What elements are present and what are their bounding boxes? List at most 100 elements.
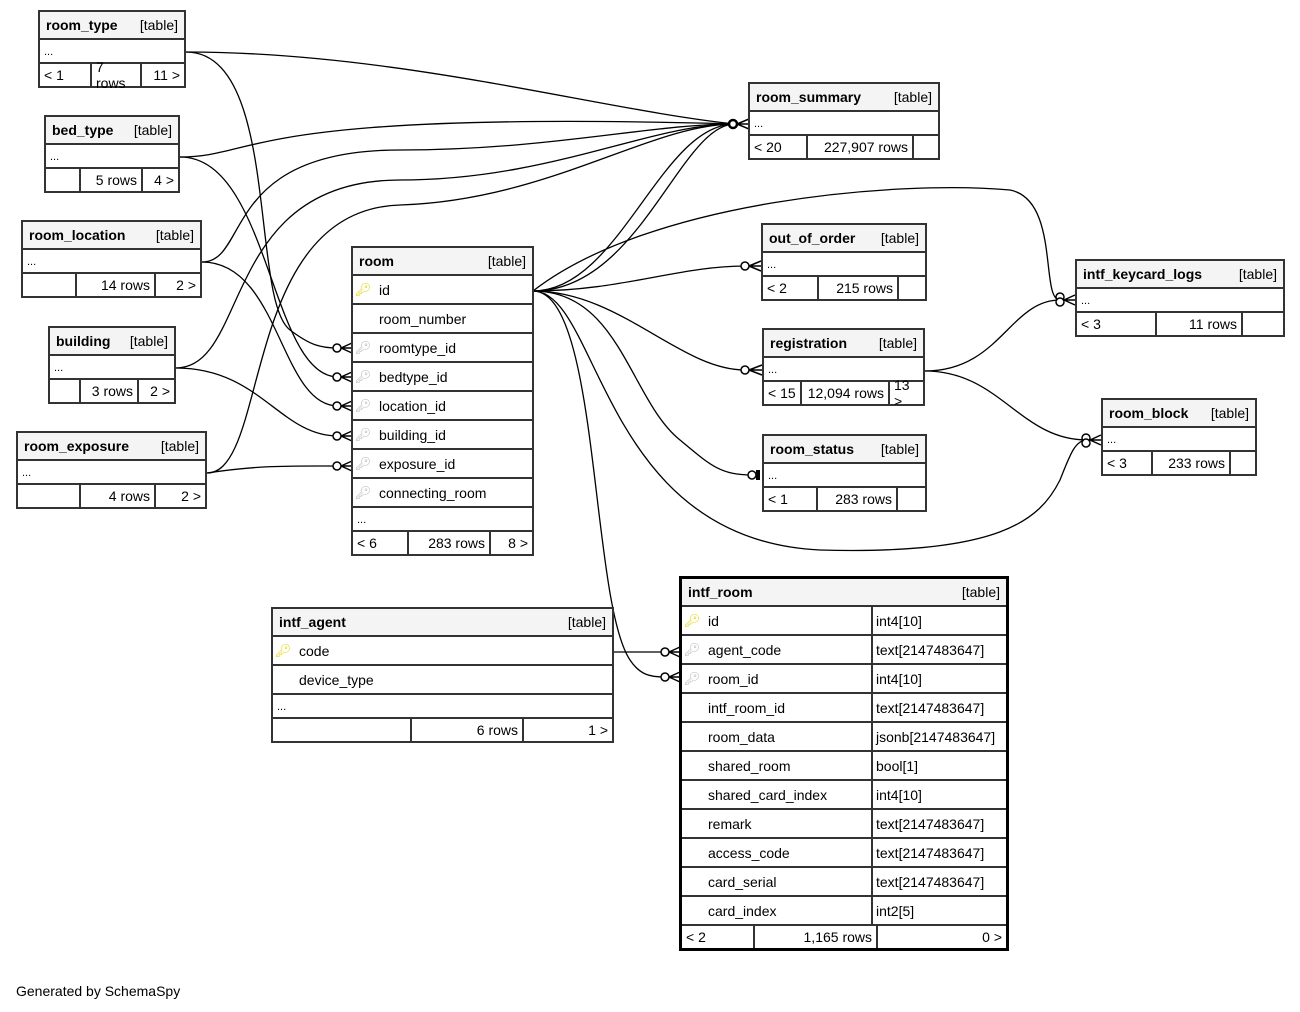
column-type: text[2147483647] [876,641,985,658]
children-link[interactable]: 2 > [181,488,201,504]
column-row[interactable]: 🔑︎building_id [353,421,532,450]
parents-link[interactable] [18,485,81,507]
table-name[interactable]: room_status [770,441,855,457]
column-type: text[2147483647] [876,815,985,832]
row-count: 227,907 rows [808,136,914,158]
foreign-key-icon: 🔑︎ [683,670,701,686]
table-name[interactable]: room_exposure [24,438,130,454]
foreign-key-icon: 🔑︎ [354,484,372,500]
parents-link[interactable]: < 2 [763,277,819,299]
table-name[interactable]: intf_keycard_logs [1083,266,1203,282]
children-link[interactable]: 0 > [982,929,1002,945]
children-link[interactable] [898,488,925,510]
parents-link[interactable]: < 6 [353,532,409,554]
parents-link[interactable]: < 3 [1103,452,1153,474]
edge-room_type-room_summary [185,51,736,125]
table-name[interactable]: intf_agent [279,614,346,630]
children-link[interactable] [914,136,938,158]
children-link[interactable] [1243,313,1283,335]
column-row[interactable]: 🔑︎ connecting_room [353,479,532,508]
edge-registration-room_block [924,370,1088,441]
edge-bed_type-room [179,156,339,378]
table-name[interactable]: registration [770,335,848,351]
column-row[interactable]: 🔑︎bedtype_id [353,363,532,392]
parents-link[interactable]: < 3 [1077,313,1157,335]
edge-room-intf_room [532,290,666,678]
more-columns: ... [46,145,178,169]
parents-link[interactable]: < 2 [682,926,755,948]
column-row[interactable]: 🔑︎id [353,276,532,305]
table-kind: [table] [155,227,194,243]
table-name[interactable]: room_type [46,17,118,33]
column-name: roomtype_id [379,339,457,356]
column-type: text[2147483647] [876,873,985,890]
parents-link[interactable]: < 20 [750,136,808,158]
table-intf_agent[interactable]: intf_agent[table] 🔑︎code device_type ...… [271,607,614,743]
row-count: 1,165 rows [755,926,878,948]
column-row[interactable]: 🔑︎exposure_id [353,450,532,479]
row-count: 7 rows [92,59,142,91]
parents-link[interactable]: < 1 [764,488,818,510]
children-link[interactable]: 2 > [150,383,170,399]
children-link[interactable]: 13 > [894,377,910,409]
table-name[interactable]: out_of_order [769,230,856,246]
column-row[interactable]: room_number [353,305,532,334]
children-link[interactable] [1231,452,1255,474]
column-row[interactable]: 🔑︎roomtype_id [353,334,532,363]
parents-link[interactable] [50,380,81,402]
column-name: connecting_room [379,484,487,501]
children-link[interactable]: 1 > [588,722,608,738]
edge-room_location-room [201,261,339,407]
children-link[interactable]: 4 > [154,172,174,188]
edge-room_exposure-room [206,465,339,474]
table-name[interactable]: room [359,253,394,269]
children-link[interactable] [899,277,925,299]
table-name[interactable]: room_block [1109,405,1189,421]
column-row[interactable]: 🔑︎location_id [353,392,532,421]
table-kind: [table] [567,614,606,630]
primary-key-icon: 🔑︎ [354,281,372,297]
table-name[interactable]: room_location [29,227,126,243]
children-link[interactable]: 11 > [153,67,180,83]
children-link[interactable]: 8 > [508,535,528,551]
table-name[interactable]: bed_type [52,122,114,138]
column-row[interactable]: device_type [273,666,612,695]
table-name[interactable]: intf_room [688,584,753,600]
column-name: building_id [379,426,446,443]
parents-link[interactable]: < 1 [40,64,92,86]
edge-registration-intf_keycard_logs [924,299,1061,372]
parents-link[interactable] [23,274,77,296]
table-name[interactable]: building [56,333,111,349]
table-room[interactable]: room[table] 🔑︎id room_number 🔑︎roomtype_… [351,246,534,556]
parents-link[interactable] [273,719,412,741]
parents-link[interactable] [46,169,81,191]
children-link[interactable]: 2 > [176,277,196,293]
parents-link[interactable]: < 15 [764,382,802,404]
column-row[interactable]: 🔑︎code [273,637,612,666]
table-name[interactable]: room_summary [756,89,862,105]
